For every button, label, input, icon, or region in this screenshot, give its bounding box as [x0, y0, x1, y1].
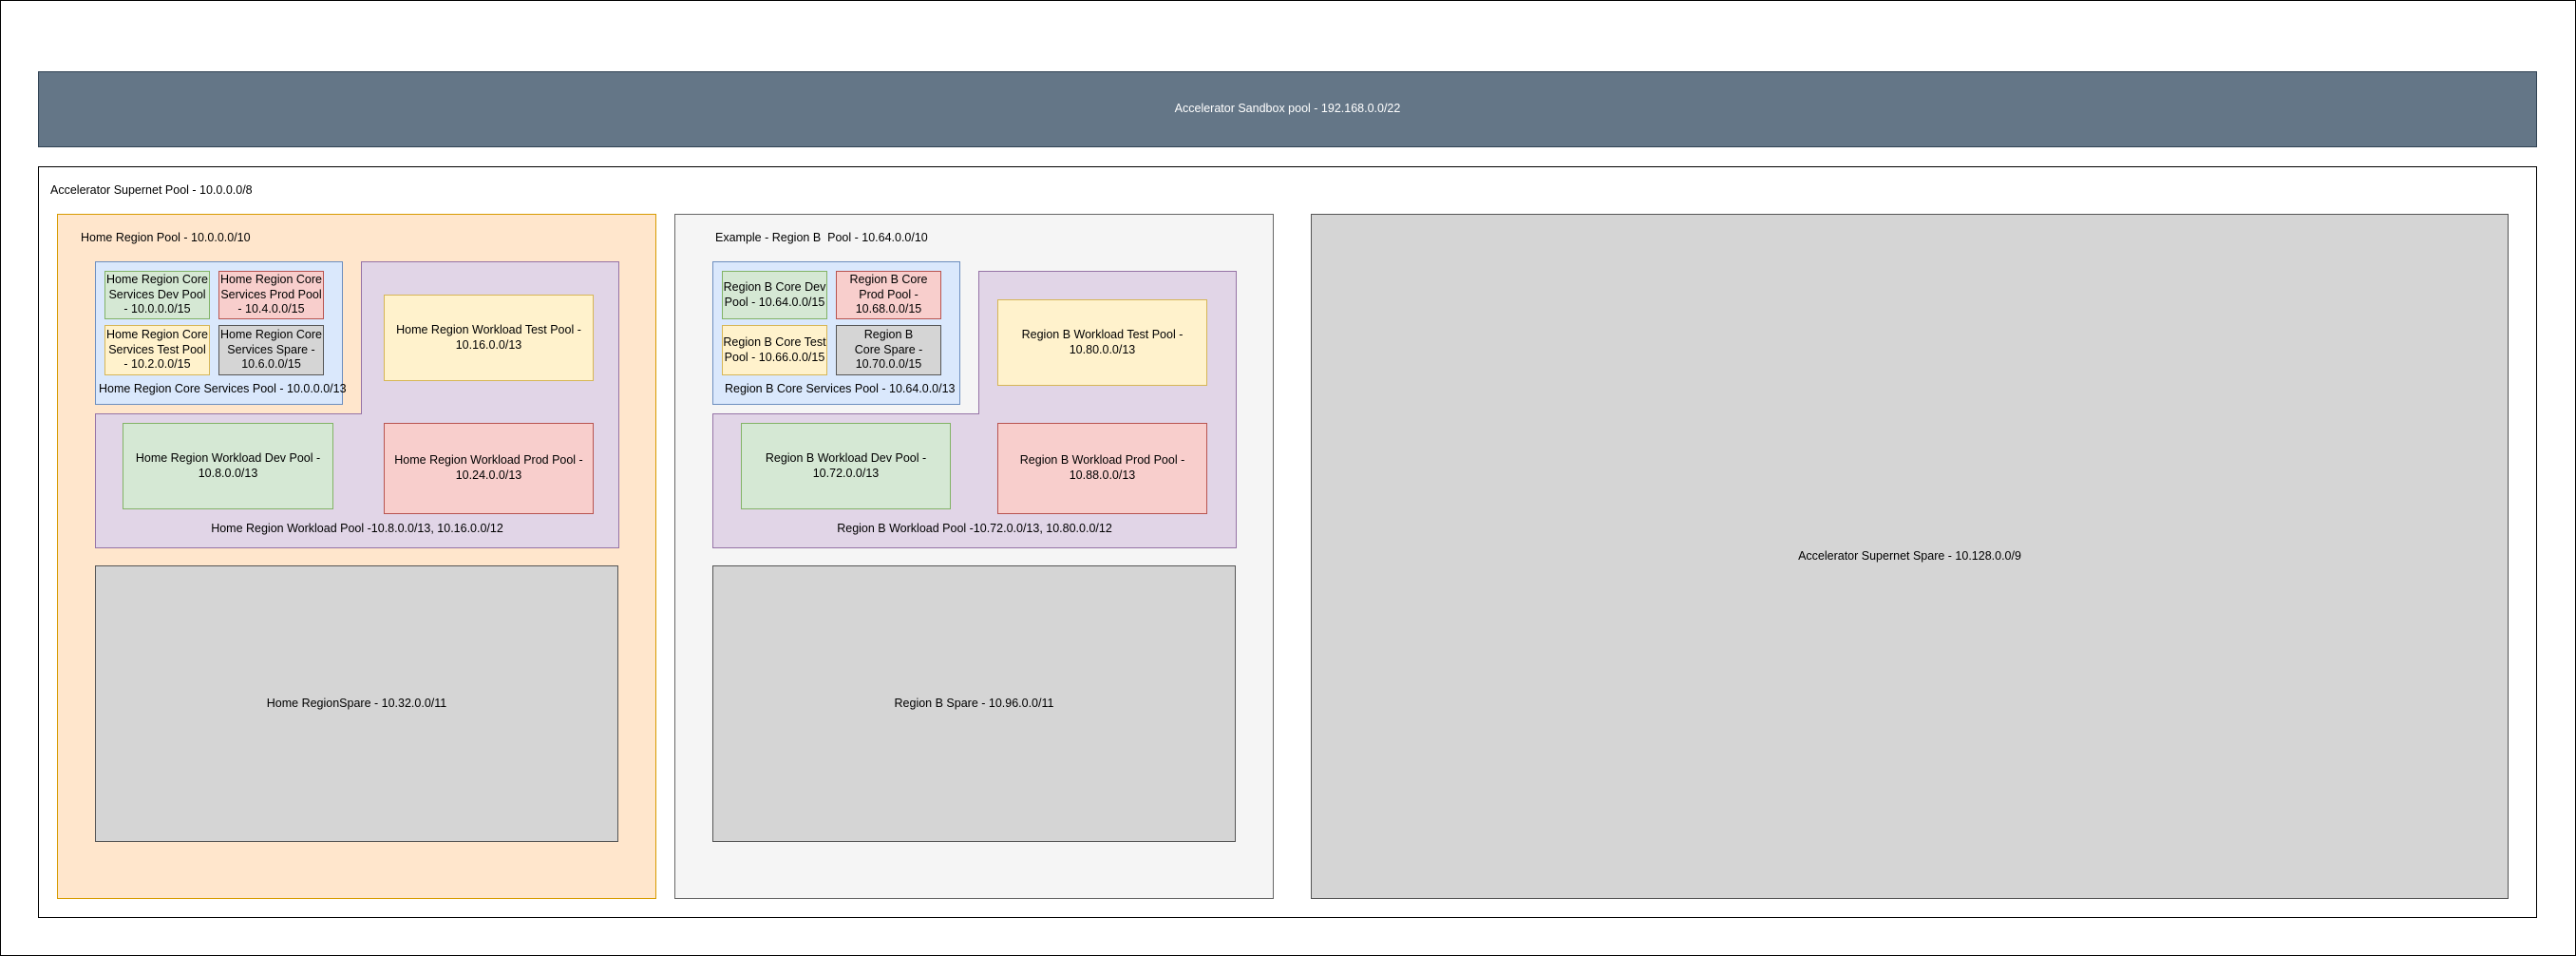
regionb-core-dev-pool-label: Region B Core Dev Pool - 10.64.0.0/15: [723, 279, 826, 309]
regionb-workload-pool-label: Region B Workload Pool -10.72.0.0/13, 10…: [837, 522, 1112, 535]
regionb-core-spare-label: Region B Core Spare - 10.70.0.0/15: [854, 328, 923, 372]
regionb-core-prod-pool[interactable]: Region B Core Prod Pool - 10.68.0.0/15: [836, 271, 941, 319]
regionb-workload-prod-pool-label: Region B Workload Prod Pool - 10.88.0.0/…: [1019, 453, 1185, 482]
home-workload-test-pool-label: Home Region Workload Test Pool - 10.16.0…: [396, 322, 581, 352]
regionb-core-services-pool-label: Region B Core Services Pool - 10.64.0.0/…: [725, 382, 956, 395]
home-workload-dev-pool-label: Home Region Workload Dev Pool - 10.8.0.0…: [135, 450, 321, 480]
home-workload-prod-pool[interactable]: Home Region Workload Prod Pool - 10.24.0…: [384, 423, 594, 514]
home-core-spare[interactable]: Home Region Core Services Spare - 10.6.0…: [218, 325, 324, 375]
regionb-core-test-pool-label: Region B Core Test Pool - 10.66.0.0/15: [723, 335, 826, 364]
regionb-core-test-pool[interactable]: Region B Core Test Pool - 10.66.0.0/15: [722, 325, 827, 375]
home-core-spare-label: Home Region Core Services Spare - 10.6.0…: [220, 328, 322, 372]
home-core-services-pool-label: Home Region Core Services Pool - 10.0.0.…: [99, 382, 347, 395]
home-workload-pool-label: Home Region Workload Pool -10.8.0.0/13, …: [211, 522, 503, 535]
home-core-prod-pool[interactable]: Home Region Core Services Prod Pool - 10…: [218, 271, 324, 319]
regionb-workload-test-pool-label: Region B Workload Test Pool - 10.80.0.0/…: [1021, 327, 1184, 356]
home-workload-dev-pool[interactable]: Home Region Workload Dev Pool - 10.8.0.0…: [123, 423, 333, 509]
home-workload-test-pool[interactable]: Home Region Workload Test Pool - 10.16.0…: [384, 295, 594, 381]
home-core-dev-pool[interactable]: Home Region Core Services Dev Pool - 10.…: [104, 271, 210, 319]
home-region-pool-label: Home Region Pool - 10.0.0.0/10: [81, 231, 251, 244]
regionb-spare-label: Region B Spare - 10.96.0.0/11: [894, 696, 1054, 710]
home-region-spare-label: Home RegionSpare - 10.32.0.0/11: [266, 696, 447, 710]
regionb-workload-test-pool[interactable]: Region B Workload Test Pool - 10.80.0.0/…: [997, 299, 1207, 386]
regionb-spare[interactable]: Region B Spare - 10.96.0.0/11: [712, 565, 1236, 842]
regionb-pool-label: Example - Region B Pool - 10.64.0.0/10: [715, 231, 928, 244]
home-core-prod-pool-label: Home Region Core Services Prod Pool - 10…: [220, 273, 322, 316]
regionb-workload-dev-pool[interactable]: Region B Workload Dev Pool - 10.72.0.0/1…: [741, 423, 951, 509]
home-region-spare[interactable]: Home RegionSpare - 10.32.0.0/11: [95, 565, 618, 842]
regionb-core-spare[interactable]: Region B Core Spare - 10.70.0.0/15: [836, 325, 941, 375]
supernet-spare-label: Accelerator Supernet Spare - 10.128.0.0/…: [1798, 548, 2021, 563]
regionb-core-dev-pool[interactable]: Region B Core Dev Pool - 10.64.0.0/15: [722, 271, 827, 319]
regionb-workload-prod-pool[interactable]: Region B Workload Prod Pool - 10.88.0.0/…: [997, 423, 1207, 514]
home-core-test-pool-label: Home Region Core Services Test Pool - 10…: [106, 328, 208, 372]
sandbox-pool[interactable]: Accelerator Sandbox pool - 192.168.0.0/2…: [38, 71, 2537, 147]
sandbox-pool-label: Accelerator Sandbox pool - 192.168.0.0/2…: [1174, 102, 1401, 116]
regionb-workload-dev-pool-label: Region B Workload Dev Pool - 10.72.0.0/1…: [765, 450, 927, 480]
supernet-spare[interactable]: Accelerator Supernet Spare - 10.128.0.0/…: [1311, 214, 2509, 899]
regionb-core-prod-pool-label: Region B Core Prod Pool - 10.68.0.0/15: [849, 273, 928, 316]
home-core-dev-pool-label: Home Region Core Services Dev Pool - 10.…: [106, 273, 208, 316]
supernet-pool-label: Accelerator Supernet Pool - 10.0.0.0/8: [50, 183, 253, 197]
home-workload-prod-pool-label: Home Region Workload Prod Pool - 10.24.0…: [394, 453, 583, 482]
home-core-test-pool[interactable]: Home Region Core Services Test Pool - 10…: [104, 325, 210, 375]
